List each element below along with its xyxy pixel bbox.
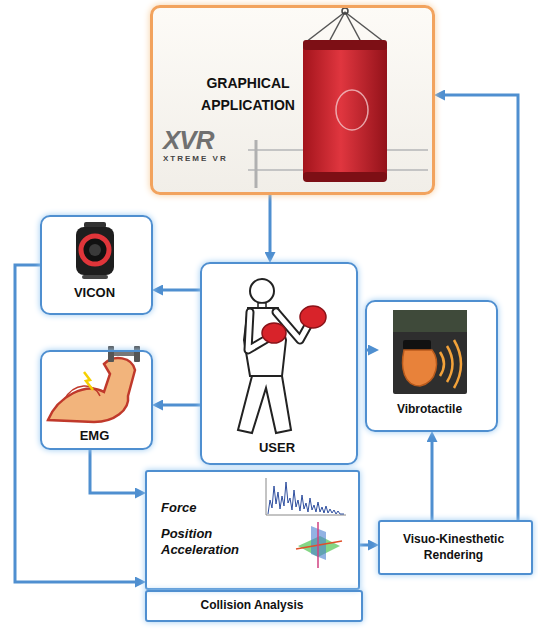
process-box: Collision Analysis [145,590,363,622]
box-title: VICON [42,285,147,301]
measurement-box: ForcePosition Acceleration [145,470,360,590]
arm-shape [48,358,135,422]
boxer-figure [238,279,326,433]
bag-chain [306,12,345,42]
camera-ring [81,236,109,264]
device-box: Vibrotactile [365,300,498,432]
camera-lens [89,244,101,256]
box-title: EMG [42,428,147,444]
boxer-legs [238,376,291,433]
boxing-glove [300,306,326,328]
vibration-wave [440,352,444,376]
vicon-camera [76,227,114,275]
boxing-glove [262,323,286,343]
ring-post [255,140,258,188]
bag-emblem [336,90,368,130]
boxer-head [250,279,274,303]
dumbbell-weight [108,346,114,362]
bag-bottom [303,172,387,182]
measure-name: Force [161,500,241,516]
box-title: Collision Analysis [147,598,357,613]
device-box: EMG [40,350,153,450]
flow-arrow [90,450,135,493]
process-box: Visuo-Kinesthetic Rendering [378,520,533,575]
bicep-line [64,386,100,400]
vibrotactile-photo [393,310,467,394]
logo-text: XTREME VR [163,154,273,164]
logo-labels: XVRXTREME VR [163,126,273,164]
dumbbell-weight [134,346,140,362]
box-title: USER [202,440,352,456]
axis-line [296,541,342,549]
box-title: GRAPHICAL APPLICATION [173,72,323,116]
flow-arrow [163,404,200,407]
photo-ground [393,310,467,394]
measure-name: Position Acceleration [161,526,261,558]
force-signal [268,482,344,514]
logo-mark: XVR [163,126,273,154]
user-box: USER [200,262,358,465]
bag-cap [303,40,387,50]
vibration-wave [447,346,453,382]
bag-chain [345,12,360,40]
flexed-arm [48,346,140,422]
bag-hook [342,8,348,14]
bag-chain [345,12,384,42]
camera-stand [82,275,108,279]
flow-arrow [360,544,368,547]
application-ground [151,6,434,194]
wrist-band [403,340,431,350]
flow-arrow [445,95,518,520]
flow-arrow [163,289,200,292]
glove-hand [403,350,437,386]
application-box: GRAPHICAL APPLICATION [150,5,435,195]
box-title: Vibrotactile [367,402,492,417]
axis-line [317,522,319,568]
device-box: VICON [40,215,153,315]
punching-bag [303,40,387,182]
chart-axes [266,478,346,515]
dumbbell-bar [112,352,136,356]
vibration-wave [454,340,461,388]
box-title: Visuo-Kinesthetic Rendering [380,531,527,563]
flow-arrow [431,442,434,520]
bag-chain [330,12,345,40]
flow-arrow [15,265,135,582]
flow-arrow [269,195,272,252]
emg-spark [84,372,93,390]
photo-top [393,310,467,332]
